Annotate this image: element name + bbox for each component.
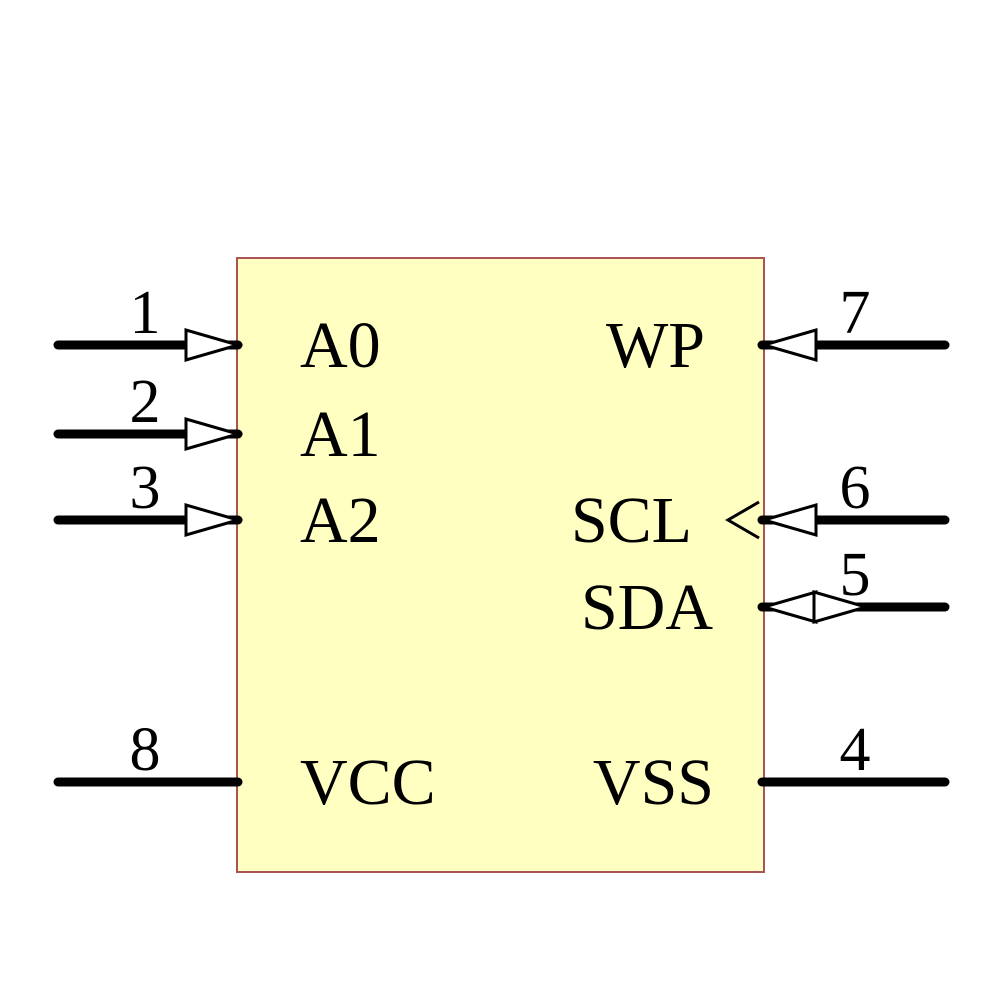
- pin-name: A2: [300, 484, 381, 557]
- pin-name: A1: [300, 398, 381, 471]
- pin-number: 3: [130, 454, 161, 522]
- bidir-arrow-left-icon: [758, 590, 818, 624]
- pin-name: SCL: [571, 484, 692, 557]
- pin-name: A0: [300, 309, 381, 382]
- input-arrow-icon: [184, 417, 244, 451]
- pin-2[interactable]: 2 A1: [53, 368, 381, 471]
- pin-7[interactable]: 7 WP: [606, 279, 950, 382]
- pin-5[interactable]: 5 SDA: [581, 541, 950, 644]
- symbol-body[interactable]: [236, 257, 765, 873]
- pin-number: 7: [840, 279, 871, 347]
- bidir-arrow-right-icon: [812, 590, 872, 624]
- input-arrow-icon: [184, 328, 244, 362]
- pin-6[interactable]: 6 SCL: [571, 454, 950, 557]
- pin-8[interactable]: 8 VCC: [53, 716, 436, 819]
- pin-1[interactable]: 1 A0: [53, 279, 381, 382]
- pin-number: 4: [840, 716, 871, 784]
- pin-number: 8: [130, 716, 161, 784]
- pin-number: 5: [840, 541, 871, 609]
- input-arrow-icon: [758, 503, 818, 537]
- pin-name: WP: [606, 309, 705, 382]
- pin-name: SDA: [581, 571, 713, 644]
- pin-name: VCC: [300, 746, 436, 819]
- pin-number: 2: [130, 368, 161, 436]
- pin-name: VSS: [593, 746, 714, 819]
- pin-number: 6: [840, 454, 871, 522]
- input-arrow-icon: [184, 503, 244, 537]
- pin-number: 1: [130, 279, 161, 347]
- input-arrow-icon: [758, 328, 818, 362]
- clock-chevron-icon: [725, 500, 760, 540]
- pin-4[interactable]: 4 VSS: [593, 716, 950, 819]
- pin-3[interactable]: 3 A2: [53, 454, 381, 557]
